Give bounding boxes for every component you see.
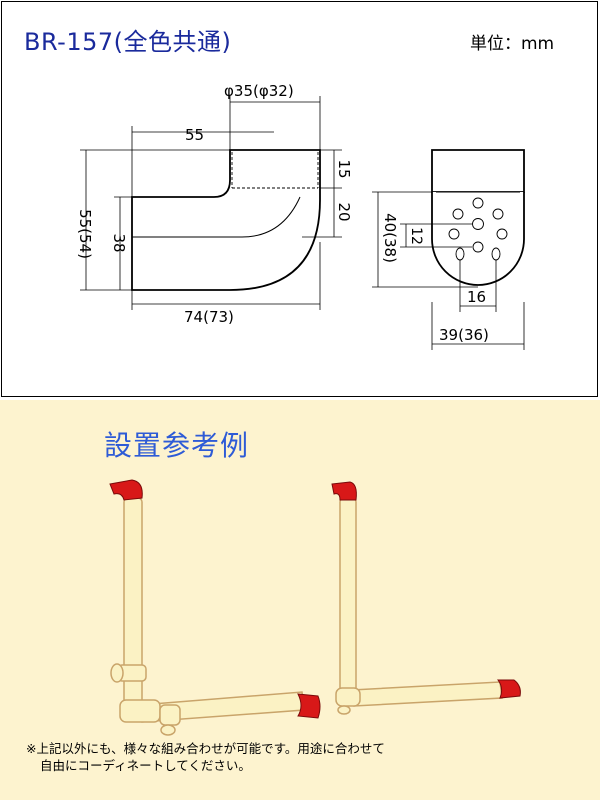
dim-top-width: 55 bbox=[185, 126, 204, 144]
dim-side-width: 39(36) bbox=[439, 326, 489, 344]
dimension-drawing-panel: BR-157(全色共通) 単位：mm bbox=[1, 1, 598, 397]
dim-pipe-diameter: φ35(φ32) bbox=[224, 82, 294, 100]
installation-note: ※上記以外にも、様々な組み合わせが可能です。用途に合わせて 自由にコーディネート… bbox=[26, 740, 385, 774]
installation-illustration bbox=[109, 479, 521, 736]
unit-label: 単位：mm bbox=[470, 34, 555, 54]
installation-example-panel: 設置参考例 bbox=[0, 400, 600, 800]
dim-lower-height: 20 bbox=[335, 202, 353, 221]
dim-inner-height: 38 bbox=[110, 233, 128, 252]
dim-hole-spacing-h: 16 bbox=[467, 288, 486, 306]
technical-drawing: φ35(φ32) 55 55(54) 38 15 20 74(73) bbox=[76, 82, 525, 350]
dim-collar-height: 15 bbox=[335, 159, 353, 178]
installation-example-1 bbox=[109, 479, 321, 736]
front-dimension-lines bbox=[80, 96, 342, 310]
bracket-side-view bbox=[431, 149, 525, 286]
note-line-1: ※上記以外にも、様々な組み合わせが可能です。用途に合わせて bbox=[26, 741, 385, 756]
side-dimension-lines bbox=[372, 191, 525, 350]
dim-bottom-width: 74(73) bbox=[184, 308, 234, 326]
elbow-front-view bbox=[131, 149, 321, 291]
note-line-2: 自由にコーディネートしてください。 bbox=[40, 758, 251, 773]
dim-side-height: 40(38) bbox=[381, 213, 399, 263]
installation-section-title: 設置参考例 bbox=[104, 429, 250, 462]
dim-overall-height: 55(54) bbox=[76, 209, 94, 259]
dim-hole-spacing-v: 12 bbox=[408, 227, 424, 245]
installation-example-2 bbox=[331, 481, 521, 715]
product-title: BR-157(全色共通) bbox=[24, 28, 232, 56]
